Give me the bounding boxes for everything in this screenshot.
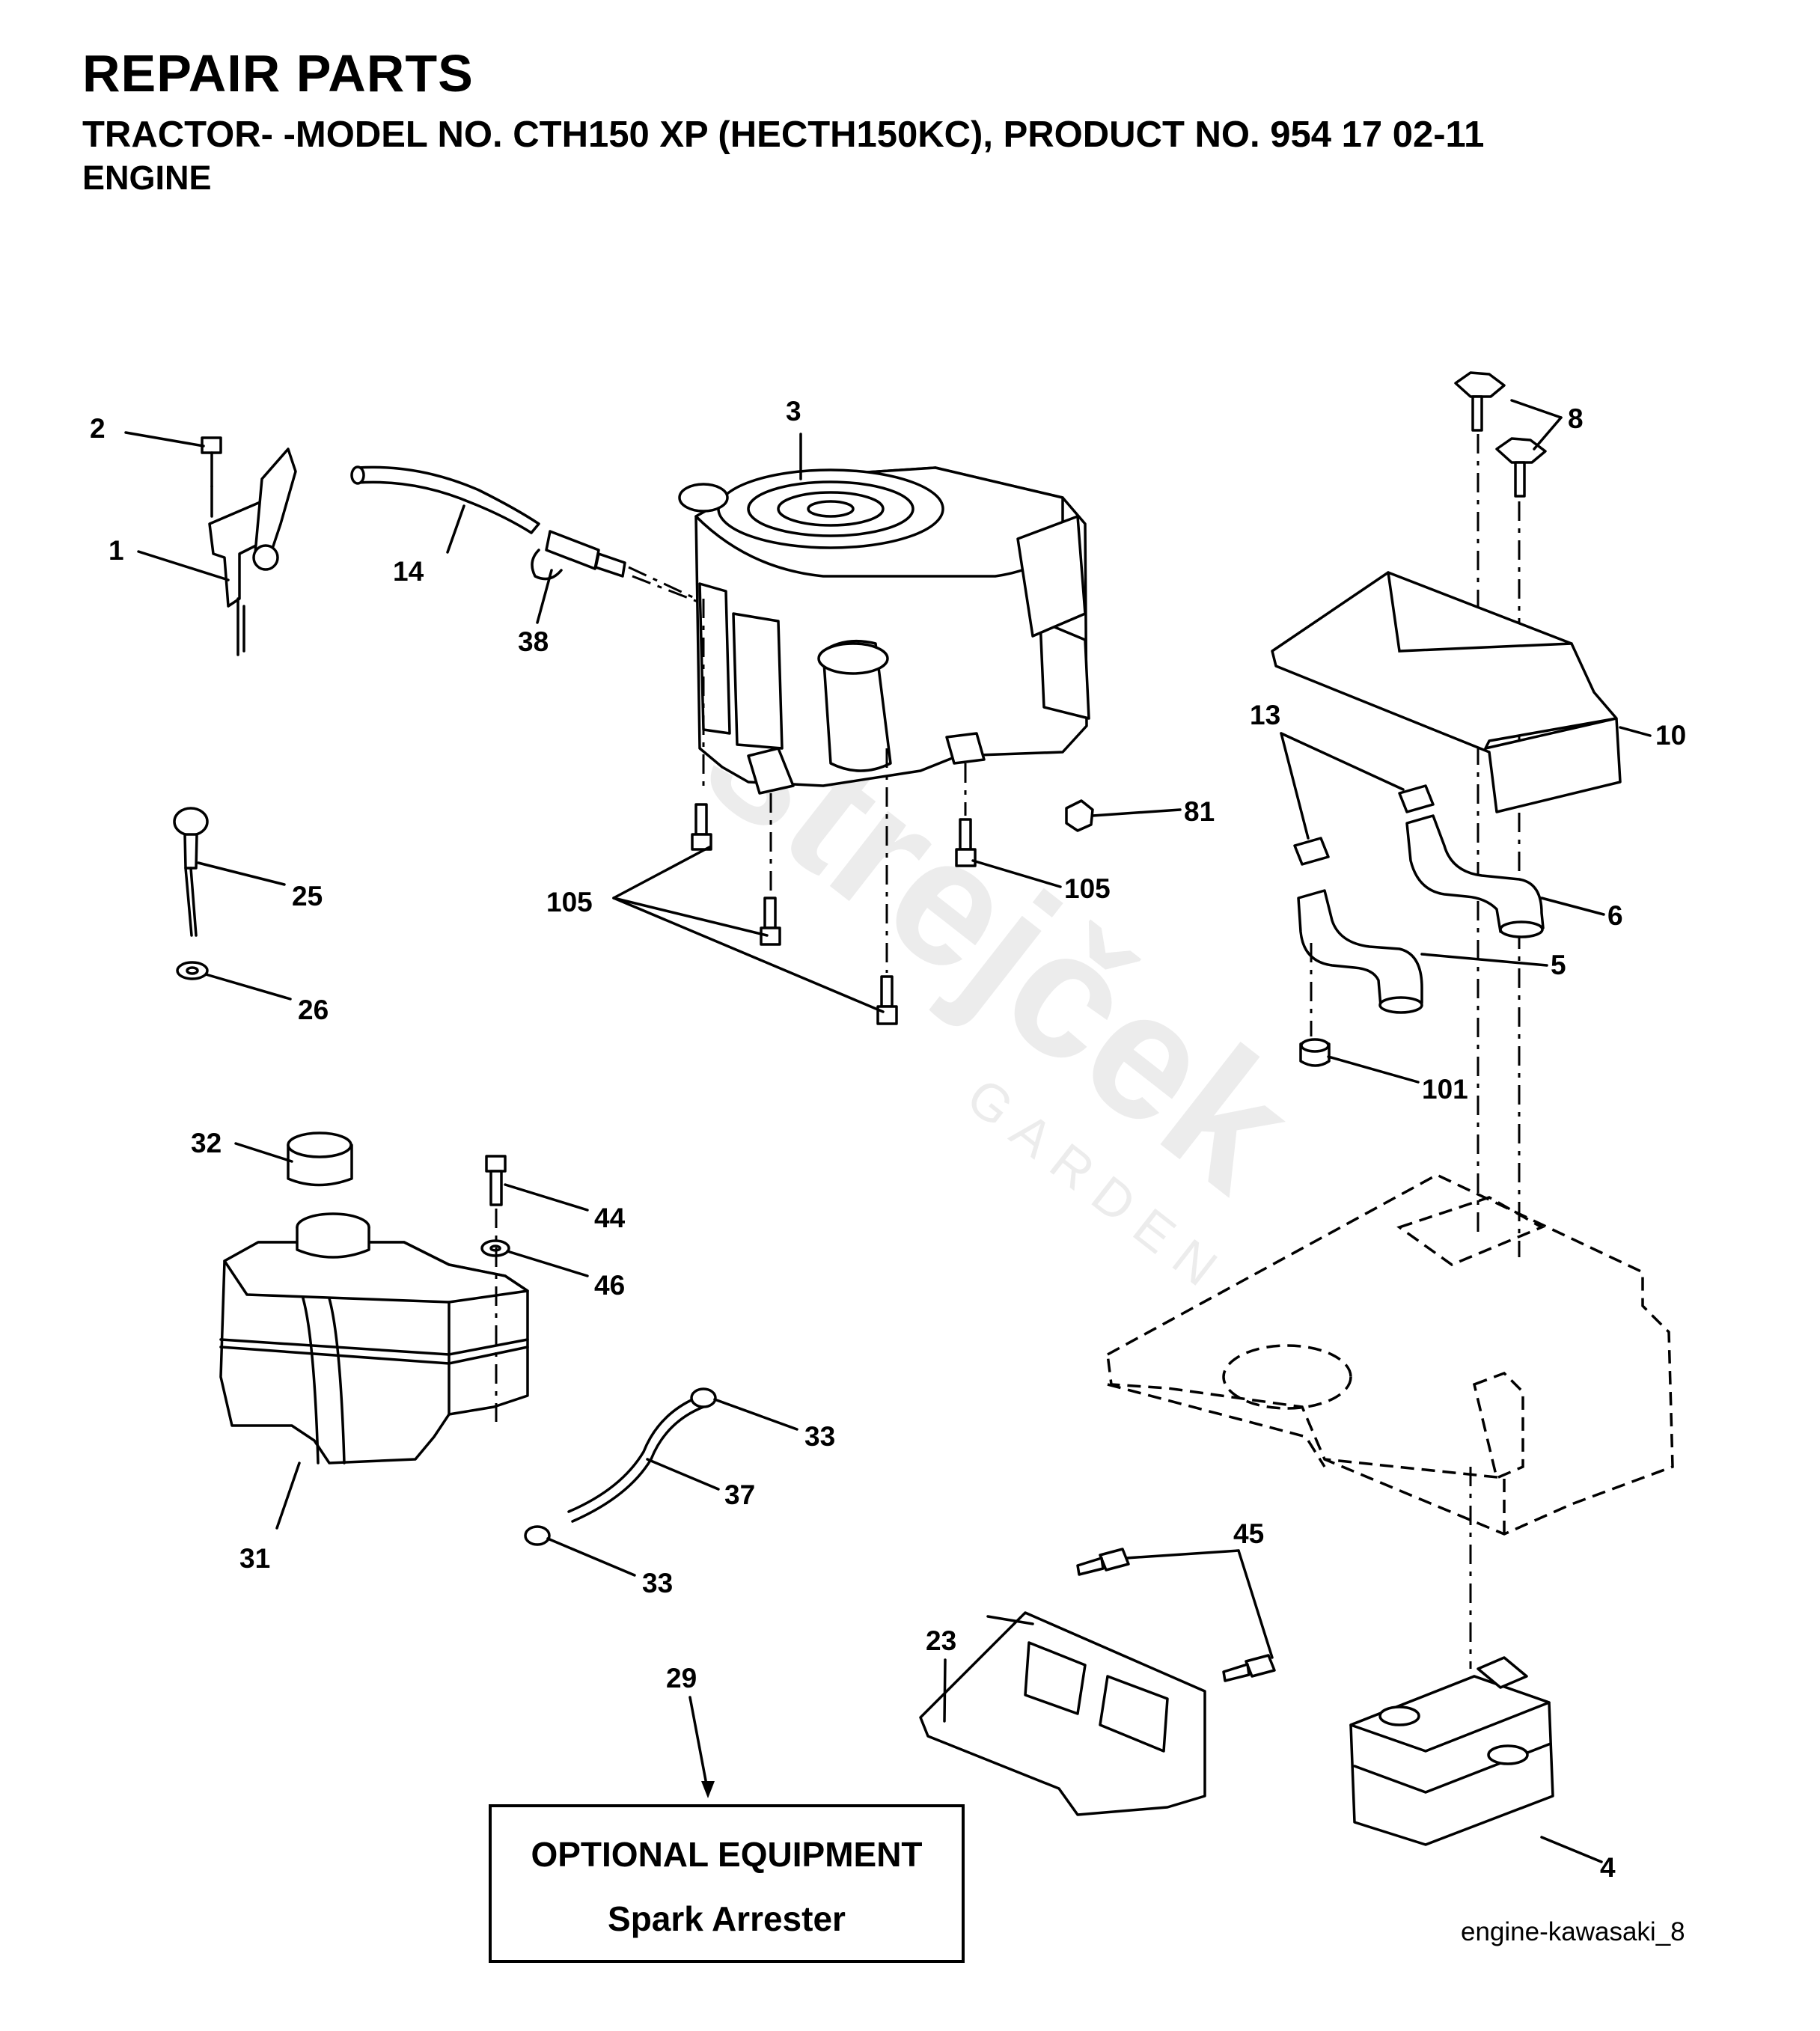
bracket-screw xyxy=(201,436,222,518)
heat-shield-bolts xyxy=(1454,371,1547,498)
callout-105-right: 105 xyxy=(1064,873,1111,904)
engine xyxy=(678,466,1090,795)
callout-8: 8 xyxy=(1568,403,1584,434)
page-title: REPAIR PARTS xyxy=(82,44,474,103)
exhaust-pipe-5 xyxy=(1297,889,1423,1014)
callout-33-top: 33 xyxy=(804,1421,835,1452)
exhaust-pipe-6 xyxy=(1405,814,1545,938)
section-label: ENGINE xyxy=(82,159,212,197)
fuel-hose xyxy=(567,1396,705,1523)
hose-clamp-top xyxy=(690,1387,717,1408)
muffler xyxy=(1349,1656,1554,1846)
callout-33-bottom: 33 xyxy=(642,1568,673,1598)
callout-2: 2 xyxy=(90,413,106,444)
exhaust-gaskets xyxy=(1293,784,1435,866)
throttle-bracket xyxy=(208,448,297,656)
leader-arrowhead xyxy=(701,1781,715,1798)
callout-37: 37 xyxy=(724,1479,755,1510)
callout-23: 23 xyxy=(926,1625,956,1656)
nut-81 xyxy=(1065,799,1094,832)
spark-arrester-screen xyxy=(919,1611,1206,1816)
leader-lines xyxy=(124,399,1652,1863)
fuel-line xyxy=(350,465,540,534)
callout-5: 5 xyxy=(1551,950,1566,980)
callout-29: 29 xyxy=(666,1663,697,1693)
callout-46: 46 xyxy=(594,1270,625,1301)
callout-25: 25 xyxy=(292,881,323,911)
fuel-cap xyxy=(287,1131,353,1187)
callout-44: 44 xyxy=(594,1203,626,1233)
callout-13: 13 xyxy=(1250,700,1280,730)
fuel-line-dash xyxy=(632,575,700,604)
fuel-fitting xyxy=(531,530,626,581)
callout-81: 81 xyxy=(1184,796,1215,827)
fuel-tank-neck xyxy=(296,1212,370,1259)
optional-equipment-title: OPTIONAL EQUIPMENT xyxy=(531,1835,923,1874)
tank-screw xyxy=(485,1155,507,1206)
callout-1: 1 xyxy=(109,535,124,566)
callout-labels: 2 1 3 14 38 8 10 13 6 5 101 81 105 105 2… xyxy=(90,396,1686,1883)
callout-4: 4 xyxy=(1600,1852,1616,1883)
model-line: TRACTOR- -MODEL NO. CTH150 XP (HECTH150K… xyxy=(82,114,1485,155)
dipstick xyxy=(173,807,209,937)
callout-38: 38 xyxy=(518,626,549,657)
callout-26: 26 xyxy=(298,995,329,1025)
optional-equipment-item: Spark Arrester xyxy=(608,1899,846,1938)
callout-10: 10 xyxy=(1655,720,1686,751)
callout-101: 101 xyxy=(1422,1074,1468,1105)
dipstick-washer xyxy=(176,961,209,980)
fuel-tank xyxy=(219,1241,529,1465)
callout-105-left: 105 xyxy=(546,887,593,917)
callout-31: 31 xyxy=(239,1543,270,1574)
callout-3: 3 xyxy=(786,396,801,427)
drawing-id: engine-kawasaki_8 xyxy=(1461,1917,1685,1946)
hose-clamp-bottom xyxy=(524,1525,551,1546)
arrester-screws xyxy=(1076,1548,1276,1682)
callout-6: 6 xyxy=(1607,900,1623,931)
callout-32: 32 xyxy=(191,1128,222,1158)
tractor-frame xyxy=(1106,1173,1674,1536)
engine-bolt-hole-lines xyxy=(628,566,967,973)
callout-14: 14 xyxy=(393,556,424,587)
optional-equipment-box: OPTIONAL EQUIPMENT Spark Arrester xyxy=(489,1804,965,1963)
heat-shield xyxy=(1271,571,1622,813)
callout-45: 45 xyxy=(1233,1518,1264,1549)
nut-101 xyxy=(1299,1038,1331,1067)
